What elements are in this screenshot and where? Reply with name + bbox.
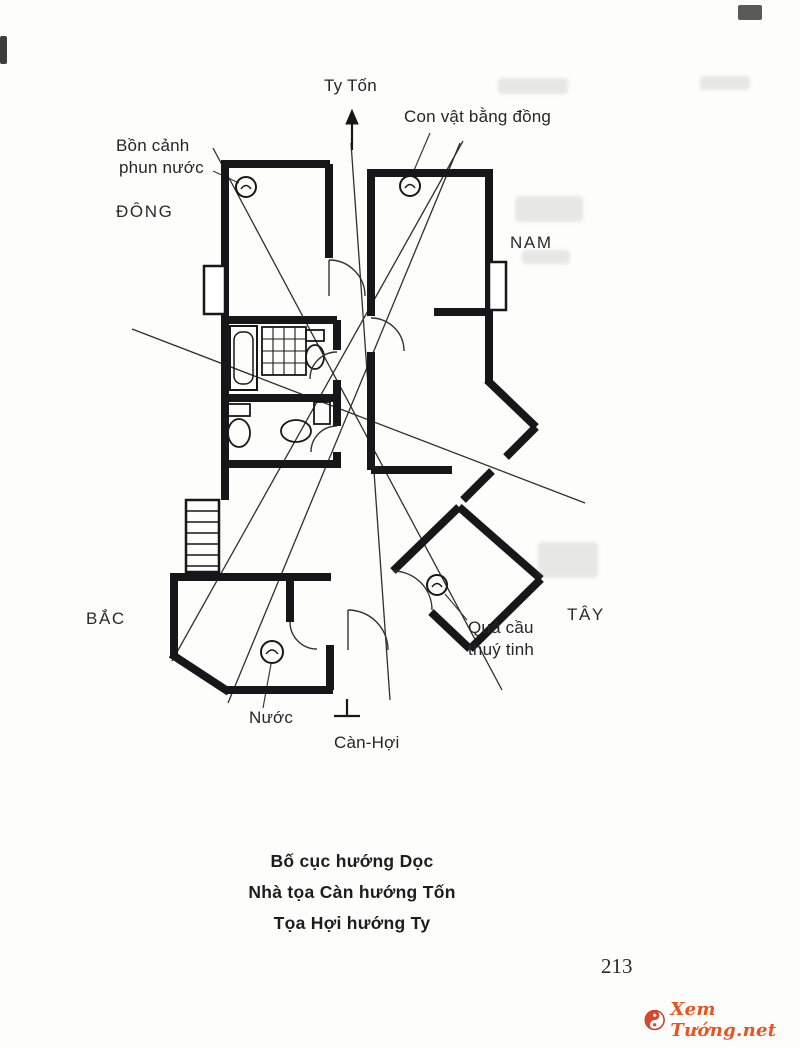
figure-caption: Bố cục hướng Dọc Nhà tọa Càn hướng Tốn T… (248, 846, 455, 939)
label-direction-west: TÂY (567, 605, 605, 624)
label-crystal-ball-line1: Quả cầu (468, 618, 534, 637)
scan-artifact (738, 5, 762, 20)
scan-artifact (522, 250, 570, 264)
scan-artifact (700, 76, 750, 90)
page-number: 213 (601, 954, 633, 978)
label-facing-direction: Ty Tốn (324, 76, 377, 95)
scan-artifact (498, 78, 568, 94)
watermark-text: Xem Tướng.net (670, 999, 777, 1041)
caption-line-3: Tọa Hợi hướng Ty (273, 913, 431, 933)
label-direction-north: BẮC (86, 609, 126, 628)
caption-line-1: Bố cục hướng Dọc (270, 851, 434, 871)
label-fountain-line1: Bồn cảnh (116, 136, 190, 155)
scan-artifact (515, 196, 583, 222)
remedy-markers (235, 175, 448, 664)
label-crystal-ball-line2: thuý tinh (468, 640, 535, 659)
perpendicular-icon (334, 699, 360, 718)
label-fountain-line2: phun nước (119, 158, 204, 177)
walls (168, 160, 544, 696)
label-water: Nước (249, 708, 294, 727)
label-sitting-direction: Càn-Hợi (334, 733, 400, 752)
scan-artifact (0, 36, 7, 64)
label-bronze-animal: Con vật bằng đồng (404, 107, 552, 126)
caption-line-2: Nhà tọa Càn hướng Tốn (248, 882, 456, 902)
window-sills (202, 260, 508, 316)
site-watermark: Xem Tướng.net (644, 999, 800, 1041)
scan-artifact (538, 542, 598, 578)
label-direction-south: NAM (510, 233, 553, 252)
staircase (184, 498, 221, 574)
door-arcs (289, 259, 433, 651)
label-direction-east: ĐÔNG (116, 202, 174, 221)
north-arrow-icon (345, 108, 359, 150)
yin-yang-icon (644, 1009, 665, 1031)
bathroom-fixtures (227, 325, 331, 448)
